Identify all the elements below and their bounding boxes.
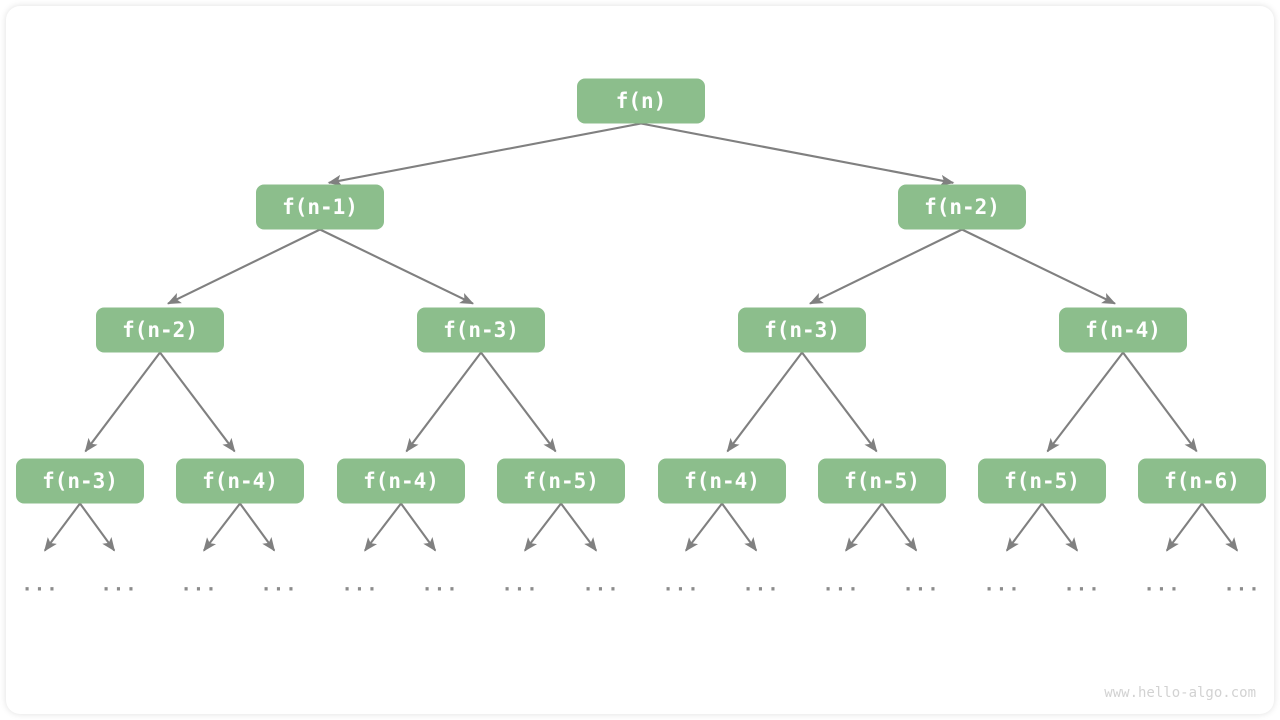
node-label: f(n) xyxy=(616,89,667,113)
tree-edge xyxy=(166,228,321,305)
leaf-edge xyxy=(400,502,437,552)
ellipsis-marker: ... xyxy=(582,574,619,596)
tree-edge xyxy=(640,122,955,187)
tree-edge xyxy=(327,122,642,187)
node-box xyxy=(337,458,465,504)
tree-edge xyxy=(801,351,878,453)
node-box xyxy=(577,78,705,124)
node-label: f(n-4) xyxy=(202,469,278,493)
ellipsis-marker: ... xyxy=(983,574,1020,596)
tree-edge xyxy=(159,351,236,453)
tree-node[interactable]: f(n-4) xyxy=(337,458,465,504)
tree-node[interactable]: f(n-2) xyxy=(898,184,1026,230)
node-box xyxy=(497,458,625,504)
tree-edge xyxy=(1046,351,1124,453)
node-label: f(n-2) xyxy=(122,318,198,342)
leaf-edge xyxy=(524,502,562,552)
tree-node[interactable]: f(n-6) xyxy=(1138,458,1266,504)
ellipsis-marker: ... xyxy=(1223,574,1260,596)
tree-node[interactable]: f(n-5) xyxy=(978,458,1106,504)
node-box xyxy=(1059,307,1187,353)
tree-node[interactable]: f(n-4) xyxy=(658,458,786,504)
node-label: f(n-5) xyxy=(844,469,920,493)
ellipsis-marker: ... xyxy=(742,574,779,596)
node-box xyxy=(176,458,304,504)
node-label: f(n-4) xyxy=(684,469,760,493)
ellipsis-marker: ... xyxy=(1063,574,1100,596)
leaf-edge xyxy=(364,502,402,552)
watermark: www.hello-algo.com xyxy=(1104,685,1256,701)
edges-layer xyxy=(84,122,1198,453)
leaf-edge xyxy=(845,502,883,552)
node-box xyxy=(978,458,1106,504)
leaf-edge xyxy=(43,502,81,552)
tree-node[interactable]: f(n-1) xyxy=(256,184,384,230)
node-box xyxy=(738,307,866,353)
leaf-edge xyxy=(560,502,598,552)
leaf-edge xyxy=(79,502,116,552)
node-box xyxy=(818,458,946,504)
leaf-edge xyxy=(721,502,758,552)
ellipsis-marker: ... xyxy=(501,574,538,596)
node-label: f(n-4) xyxy=(1085,318,1161,342)
tree-node[interactable]: f(n-2) xyxy=(96,307,224,353)
node-box xyxy=(417,307,545,353)
ellipsis-marker: ... xyxy=(341,574,378,596)
tree-edge xyxy=(480,351,557,453)
ellipsis-marker: ... xyxy=(822,574,859,596)
leaf-edge xyxy=(203,502,241,552)
leaf-edge xyxy=(239,502,276,552)
ellipsis-marker: ... xyxy=(260,574,297,596)
tree-node[interactable]: f(n-5) xyxy=(818,458,946,504)
leaf-edge xyxy=(1005,502,1043,552)
leaf-edge xyxy=(881,502,918,552)
node-box xyxy=(658,458,786,504)
node-box xyxy=(1138,458,1266,504)
tree-edge xyxy=(808,228,963,305)
tree-edge xyxy=(84,351,161,453)
ellipsis-marker: ... xyxy=(902,574,939,596)
node-label: f(n-3) xyxy=(42,469,118,493)
tree-edge xyxy=(319,228,475,305)
nodes-layer: f(n) f(n-1) f(n-2) f(n-2) f(n-3) f(n-3) f(n-4)… xyxy=(16,78,1266,504)
tree-node[interactable]: f(n-4) xyxy=(1059,307,1187,353)
node-label: f(n-4) xyxy=(363,469,439,493)
node-box xyxy=(898,184,1026,230)
tree-edge xyxy=(961,228,1117,305)
ellipsis-marker: ... xyxy=(662,574,699,596)
tree-edge xyxy=(1122,351,1198,453)
ellipsis-marker: ... xyxy=(21,574,58,596)
tree-node[interactable]: f(n-3) xyxy=(738,307,866,353)
leaf-edge xyxy=(1165,502,1203,552)
ellipsis-layer: ........................................… xyxy=(21,574,1260,596)
tree-node[interactable]: f(n-4) xyxy=(176,458,304,504)
node-box xyxy=(96,307,224,353)
tree-node[interactable]: f(n-3) xyxy=(16,458,144,504)
tree-node[interactable]: f(n) xyxy=(577,78,705,124)
tree-edge xyxy=(405,351,482,453)
leaf-edge xyxy=(685,502,723,552)
recursion-tree-svg: f(n) f(n-1) f(n-2) f(n-2) f(n-3) f(n-3) f(n-4)… xyxy=(16,78,1266,701)
node-label: f(n-3) xyxy=(443,318,519,342)
node-label: f(n-5) xyxy=(523,469,599,493)
node-label: f(n-5) xyxy=(1004,469,1080,493)
ellipsis-marker: ... xyxy=(421,574,458,596)
tree-edge xyxy=(726,351,803,453)
node-label: f(n-2) xyxy=(924,195,1000,219)
node-label: f(n-1) xyxy=(282,195,358,219)
tree-node[interactable]: f(n-5) xyxy=(497,458,625,504)
leaf-edges-layer xyxy=(43,502,1239,552)
diagram-canvas: f(n) f(n-1) f(n-2) f(n-2) f(n-3) f(n-3) f(n-4)… xyxy=(6,6,1274,714)
node-box xyxy=(16,458,144,504)
ellipsis-marker: ... xyxy=(100,574,137,596)
node-label: f(n-3) xyxy=(764,318,840,342)
ellipsis-marker: ... xyxy=(1143,574,1180,596)
ellipsis-marker: ... xyxy=(180,574,217,596)
leaf-edge xyxy=(1201,502,1239,552)
leaf-edge xyxy=(1041,502,1079,552)
node-label: f(n-6) xyxy=(1164,469,1240,493)
node-box xyxy=(256,184,384,230)
tree-node[interactable]: f(n-3) xyxy=(417,307,545,353)
